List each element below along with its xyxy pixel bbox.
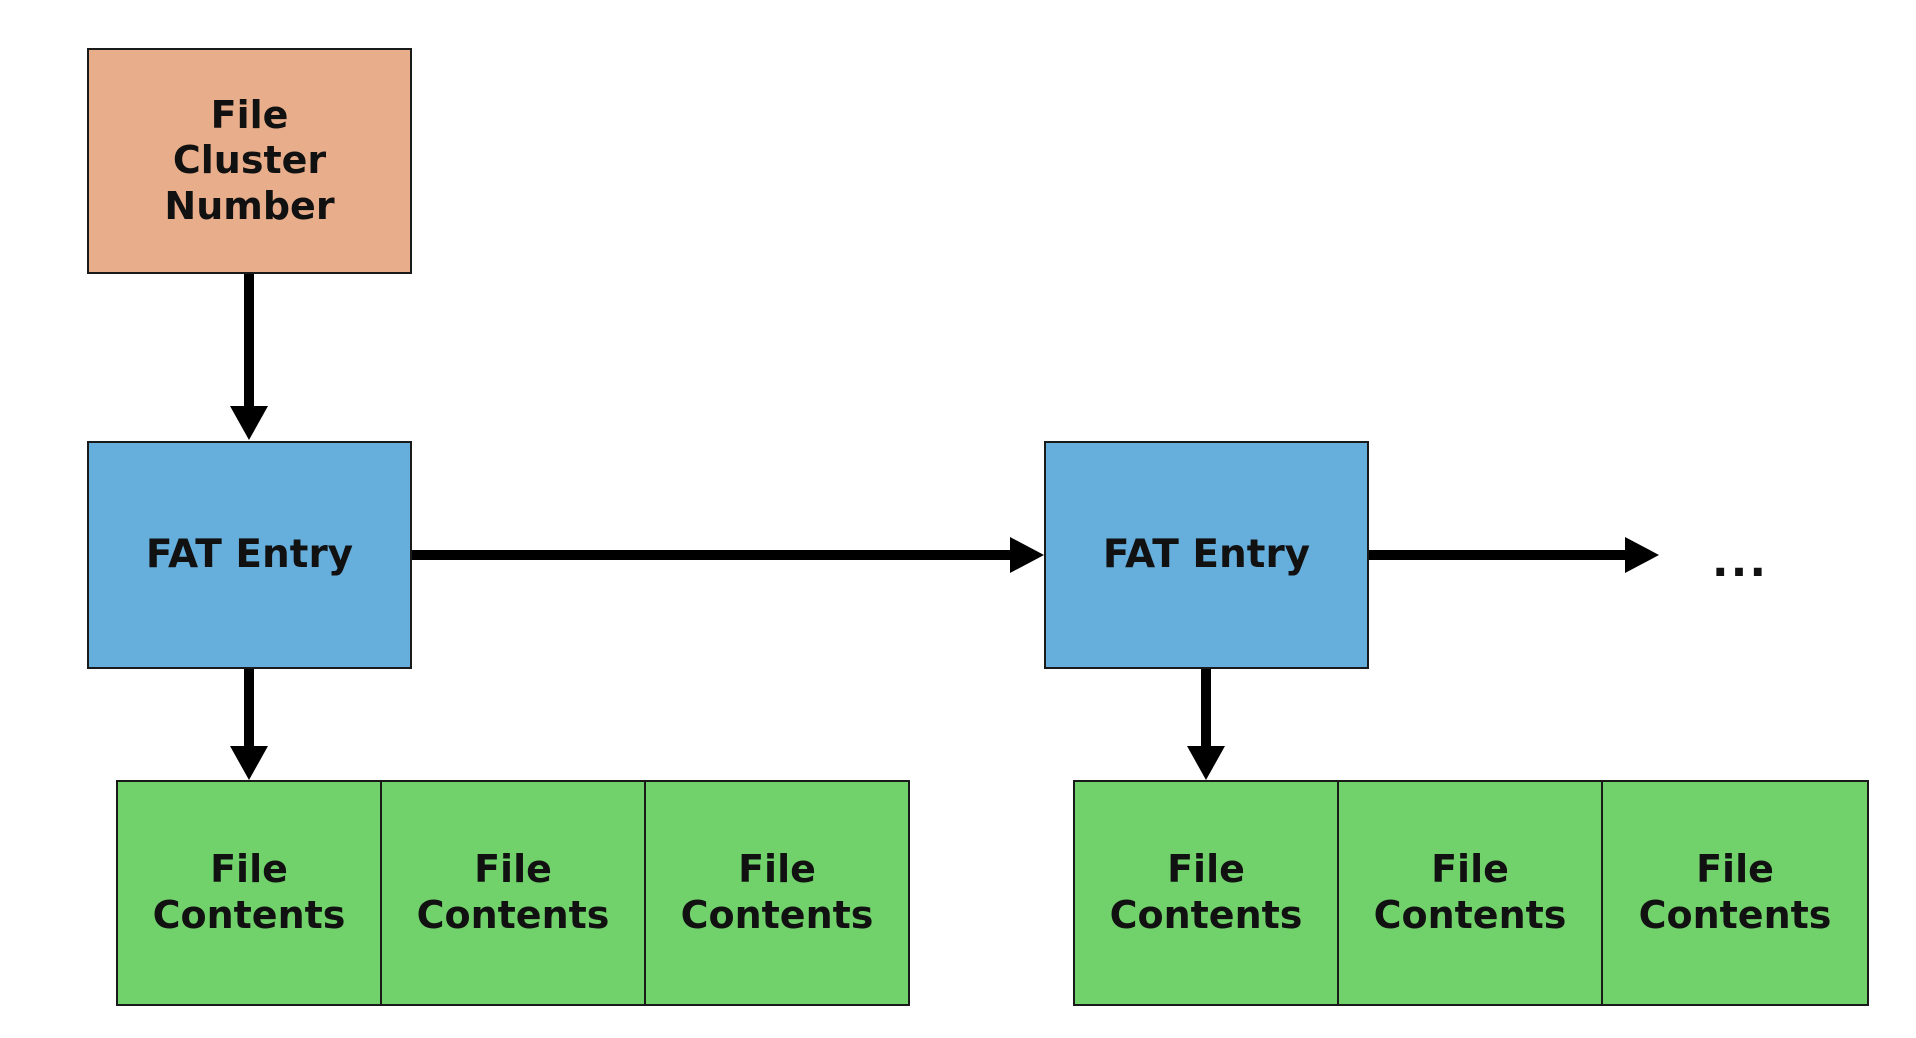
file-contents-box-4: File Contents	[1073, 780, 1339, 1006]
arrow-fat-to-continuation	[1369, 537, 1659, 573]
file-contents-box-1: File Contents	[116, 780, 382, 1006]
file-contents-box-2: File Contents	[380, 780, 646, 1006]
continuation-ellipsis: ...	[1711, 536, 1769, 587]
file-contents-box-5: File Contents	[1337, 780, 1603, 1006]
arrow-fat-to-fat	[412, 537, 1044, 573]
arrow-fat1-to-contents	[230, 669, 268, 780]
file-contents-box-3: File Contents	[644, 780, 910, 1006]
fat-entry-box-1: FAT Entry	[87, 441, 412, 669]
arrow-cluster-to-fat	[230, 274, 268, 440]
file-cluster-number-box: File Cluster Number	[87, 48, 412, 274]
file-contents-box-6: File Contents	[1601, 780, 1869, 1006]
arrow-fat2-to-contents	[1187, 669, 1225, 780]
fat-entry-box-2: FAT Entry	[1044, 441, 1369, 669]
